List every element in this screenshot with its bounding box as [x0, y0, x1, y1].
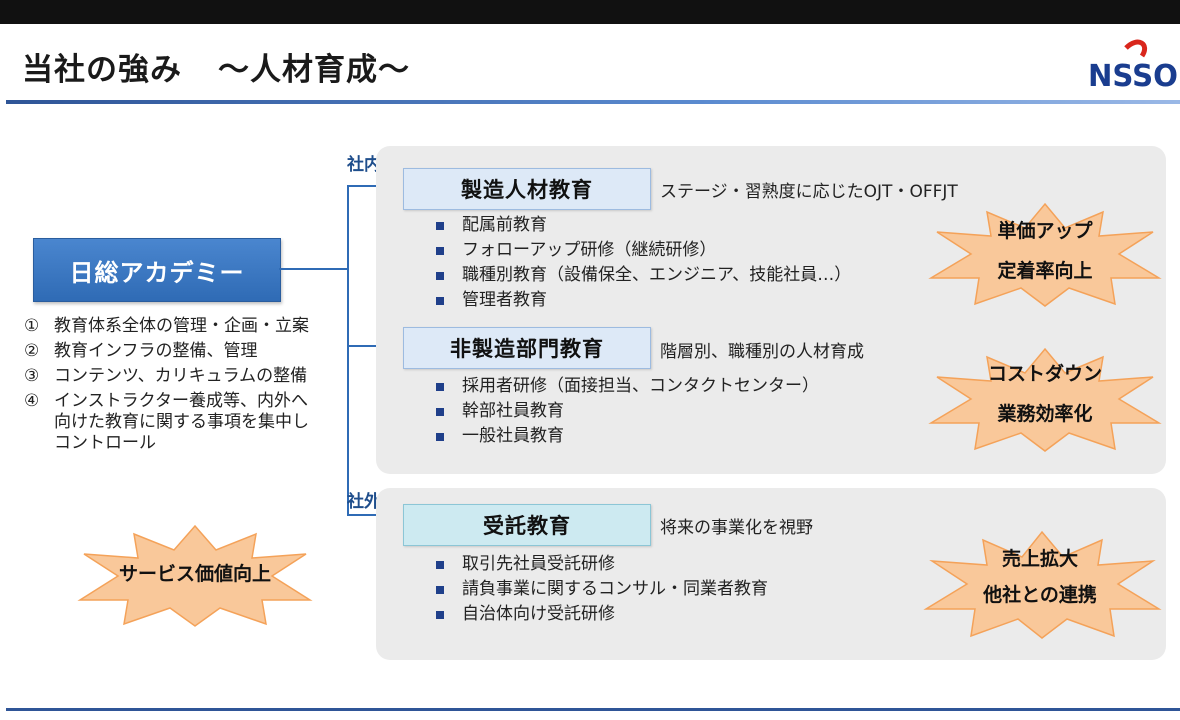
duty-text: コンテンツ、カリキュラムの整備 — [54, 366, 308, 386]
burst-text-service: サービス価値向上 — [118, 563, 271, 585]
square-bullet-icon — [436, 383, 444, 391]
title-area — [0, 24, 1180, 100]
square-bullet-icon — [436, 611, 444, 619]
starburst-icon — [77, 524, 313, 627]
starburst-icon — [928, 347, 1162, 452]
starburst-icon — [923, 530, 1162, 639]
burst-text-manufacturing: 単価アップ 定着率向上 — [997, 220, 1093, 282]
duty-text: 教育インフラの整備、管理 — [54, 341, 258, 361]
duty-item: ③ コンテンツ、カリキュラムの整備 — [24, 366, 324, 387]
top-black-bar — [0, 0, 1180, 24]
slide-title: 当社の強み ～人材育成～ — [22, 44, 410, 89]
square-bullet-icon — [436, 272, 444, 280]
burst-shape-manufacturing — [928, 202, 1162, 307]
academy-box: 日総アカデミー — [33, 238, 281, 302]
connector-manufacturing — [347, 185, 403, 187]
connector-academy — [279, 268, 348, 270]
list-item: 幹部社員教育 — [434, 399, 819, 424]
square-bullet-icon — [436, 297, 444, 305]
label-external: 社外 — [347, 492, 381, 512]
manufacturing-items: 配属前教育 フォローアップ研修（継続研修） 職種別教育（設備保全、エンジニア、技… — [434, 213, 851, 313]
list-item: 一般社員教育 — [434, 424, 819, 449]
connector-nonmanufacturing — [347, 345, 403, 347]
category-desc: 階層別、職種別の人材育成 — [660, 342, 864, 362]
burst-shape-nonmanufacturing — [928, 347, 1162, 452]
bottom-rule — [6, 708, 1180, 711]
title-sub: ～人材育成～ — [218, 52, 410, 88]
academy-duties-list: ① 教育体系全体の管理・企画・立案 ② 教育インフラの整備、管理 ③ コンテンツ、カリ… — [24, 316, 324, 458]
connector-external — [347, 514, 403, 516]
list-item: 管理者教育 — [434, 288, 851, 313]
list-item: 配属前教育 — [434, 213, 851, 238]
duty-number: ③ — [24, 366, 40, 386]
list-item: 取引先社員受託研修 — [434, 552, 768, 577]
category-contract-training: 受託教育 — [403, 504, 651, 546]
burst-shape-service — [77, 524, 313, 627]
list-item: 採用者研修（面接担当、コンタクトセンター） — [434, 374, 819, 399]
square-bullet-icon — [436, 408, 444, 416]
company-logo: NSSO — [1088, 39, 1178, 94]
list-item: フォローアップ研修（継続研修） — [434, 238, 851, 263]
category-nonmanufacturing: 非製造部門教育 — [403, 327, 651, 369]
square-bullet-icon — [436, 561, 444, 569]
academy-name: 日総アカデミー — [69, 258, 245, 287]
square-bullet-icon — [436, 586, 444, 594]
category-desc: 将来の事業化を視野 — [660, 518, 813, 538]
list-item: 請負事業に関するコンサル・同業者教育 — [434, 577, 768, 602]
duty-item: ① 教育体系全体の管理・企画・立案 — [24, 316, 324, 337]
duty-number: ④ — [24, 391, 40, 411]
duty-text: 教育体系全体の管理・企画・立案 — [54, 316, 309, 336]
list-item: 自治体向け受託研修 — [434, 602, 768, 627]
burst-shape-external — [923, 530, 1162, 639]
burst-text-nonmanufacturing: コストダウン 業務効率化 — [987, 363, 1102, 425]
label-internal: 社内 — [347, 155, 381, 175]
external-items: 取引先社員受託研修 請負事業に関するコンサル・同業者教育 自治体向け受託研修 — [434, 552, 768, 627]
square-bullet-icon — [436, 222, 444, 230]
title-main: 当社の強み — [22, 52, 182, 88]
burst-text-external: 売上拡大 他社との連携 — [983, 548, 1097, 606]
duty-text: インストラクター養成等、内外へ向けた教育に関する事項を集中しコントロール — [54, 391, 309, 453]
duty-number: ② — [24, 341, 40, 361]
nonmanufacturing-items: 採用者研修（面接担当、コンタクトセンター） 幹部社員教育 一般社員教育 — [434, 374, 819, 449]
category-manufacturing: 製造人材教育 — [403, 168, 651, 210]
duty-item: ④ インストラクター養成等、内外へ向けた教育に関する事項を集中しコントロール — [24, 391, 324, 454]
logo-swoosh-icon — [1124, 39, 1148, 58]
duty-number: ① — [24, 316, 40, 336]
list-item: 職種別教育（設備保全、エンジニア、技能社員…） — [434, 263, 851, 288]
square-bullet-icon — [436, 247, 444, 255]
square-bullet-icon — [436, 433, 444, 441]
connector-vertical — [347, 185, 349, 515]
starburst-icon — [928, 202, 1162, 307]
logo-text: NSSO — [1088, 59, 1178, 94]
title-underline — [6, 100, 1180, 104]
category-desc: ステージ・習熟度に応じたOJT・OFFJT — [660, 182, 958, 202]
duty-item: ② 教育インフラの整備、管理 — [24, 341, 324, 362]
